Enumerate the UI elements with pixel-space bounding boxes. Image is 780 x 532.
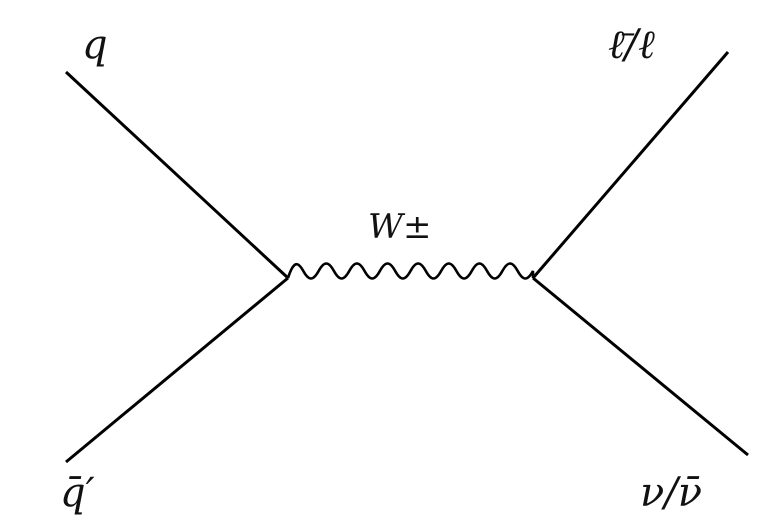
outgoing-lepton-line bbox=[531, 51, 730, 279]
incoming-antiquark-line bbox=[65, 276, 289, 464]
label-outgoing-lepton: ℓ̄/ℓ bbox=[608, 22, 655, 68]
outgoing-neutrino-line bbox=[532, 276, 749, 457]
label-incoming-antiquark: q̄′ bbox=[60, 470, 95, 516]
w-boson-propagator bbox=[286, 262, 535, 280]
label-outgoing-neutrino: ν/ν̄ bbox=[640, 470, 702, 516]
label-w-boson: W± bbox=[368, 207, 431, 247]
incoming-quark-line bbox=[64, 70, 290, 280]
label-incoming-quark: q bbox=[82, 22, 108, 68]
